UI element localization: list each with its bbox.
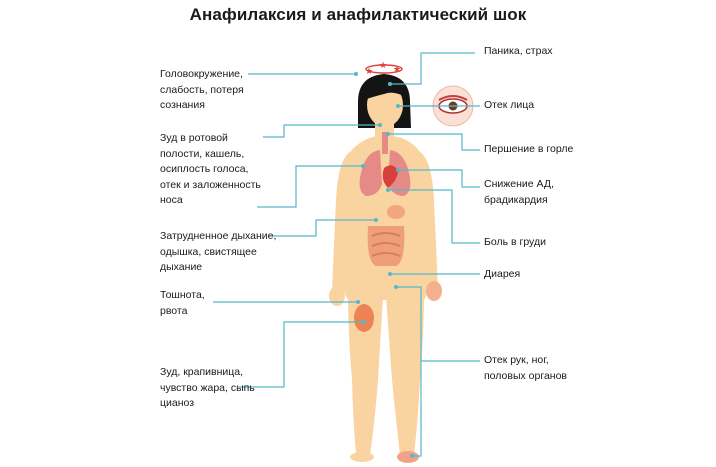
svg-text:★: ★: [365, 67, 373, 77]
label-oral-itch: Зуд в ротовой полости, кашель, осиплость…: [160, 132, 261, 206]
diagram-title: Анафилаксия и анафилактический шок: [189, 5, 527, 24]
label-panic: Паника, страх: [484, 45, 553, 57]
svg-text:★: ★: [393, 65, 401, 75]
label-face-edema: Отек лица: [484, 99, 535, 111]
leader-dots: [354, 72, 414, 458]
organs: [354, 132, 411, 332]
label-blood-pressure: Снижение АД, брадикардия: [484, 178, 554, 206]
label-diarrhea: Диарея: [484, 268, 521, 280]
label-chest-pain: Боль в груди: [484, 236, 546, 248]
svg-text:★: ★: [379, 61, 387, 71]
label-nausea: Тошнота, рвота: [160, 289, 205, 317]
label-dizziness: Головокружение, слабость, потеря сознани…: [160, 68, 244, 111]
label-throat: Першение в горле: [484, 143, 574, 155]
leader-lines: [213, 52, 480, 457]
label-breathing: Затрудненное дыхание, одышка, свистящее …: [160, 230, 277, 273]
dizziness-stars-icon: ★ ★ ★: [365, 61, 403, 77]
label-limb-edema: Отек рук, ног, половых органов: [484, 354, 568, 382]
label-itch-urticaria: Зуд, крапивница, чувство жара, сыпь циан…: [160, 366, 255, 409]
